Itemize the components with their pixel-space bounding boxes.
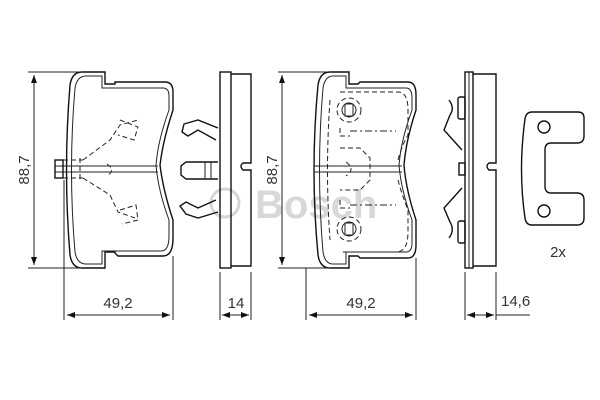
svg-text:Bosch: Bosch xyxy=(255,183,377,227)
pad-2-thickness-dimension: 14,6 xyxy=(464,272,530,320)
pad-1-thickness-dimension: 14 xyxy=(219,272,252,320)
svg-text:14,6: 14,6 xyxy=(501,293,530,310)
svg-text:2x: 2x xyxy=(550,244,566,261)
shim-plate-view: 2x xyxy=(520,111,585,261)
pad-2-front-view xyxy=(313,71,417,269)
pad-1-width-dimension: 49,2 xyxy=(63,180,174,320)
pad-2-width-dimension: 49,2 xyxy=(305,258,417,320)
pad-1-height-dimension: 88,7 xyxy=(16,71,82,269)
svg-text:49,2: 49,2 xyxy=(346,295,375,312)
pad-2-side-view xyxy=(443,71,497,269)
svg-text:49,2: 49,2 xyxy=(103,295,132,312)
pad-1-side-view xyxy=(178,71,252,269)
pad-1-front-view xyxy=(54,71,174,269)
pad-2-height-dimension: 88,7 xyxy=(264,71,330,269)
svg-text:88,7: 88,7 xyxy=(264,155,281,184)
svg-text:14: 14 xyxy=(228,295,245,312)
svg-text:88,7: 88,7 xyxy=(16,155,33,184)
